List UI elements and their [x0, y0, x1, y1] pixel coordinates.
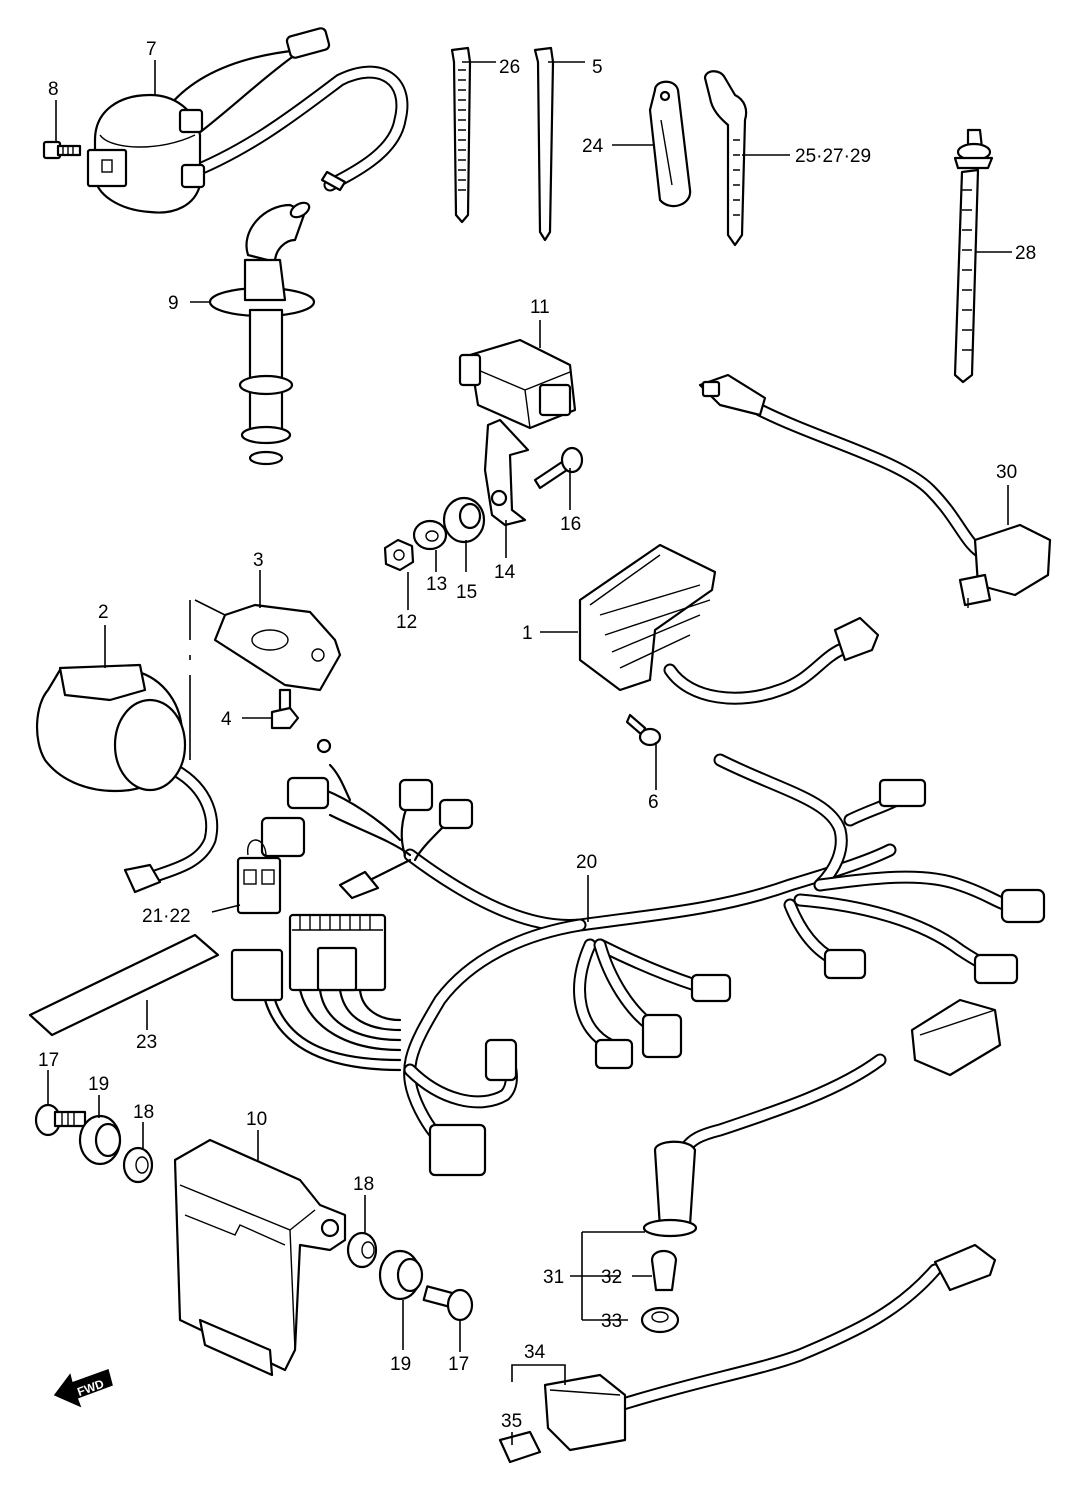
cable-tie-28	[953, 128, 994, 384]
callout-18-right: 18	[353, 1174, 374, 1195]
callout-18-left: 18	[133, 1102, 154, 1123]
callout-30: 30	[996, 462, 1017, 483]
coil-2	[35, 663, 219, 894]
callout-12: 12	[396, 612, 417, 633]
collar-18-left	[122, 1146, 154, 1184]
callout-15: 15	[456, 582, 477, 603]
callout-9: 9	[168, 293, 179, 314]
fuse-35	[498, 1430, 542, 1464]
callout-32: 32	[601, 1267, 622, 1288]
grommet-19-left	[78, 1114, 122, 1166]
callout-35: 35	[501, 1411, 522, 1432]
relay-11	[458, 338, 577, 430]
bolt-6	[625, 713, 662, 747]
callout-7: 7	[146, 39, 157, 60]
bolt-16	[533, 446, 584, 490]
callout-31: 31	[543, 1267, 564, 1288]
callout-20: 20	[576, 852, 597, 873]
ecu-10	[173, 1138, 347, 1377]
callout-17-left: 17	[38, 1050, 59, 1071]
cable-tie-26	[450, 46, 472, 224]
nut-12	[383, 538, 415, 572]
grommet-19-right	[378, 1249, 424, 1301]
callout-1: 1	[522, 623, 533, 644]
grommet-33	[640, 1306, 680, 1334]
callout-19-left: 19	[88, 1074, 109, 1095]
callout-19-right: 19	[390, 1354, 411, 1375]
sensor-30	[698, 373, 1052, 608]
callout-3: 3	[253, 550, 264, 571]
grommet-15	[442, 496, 486, 544]
callout-4: 4	[221, 709, 232, 730]
callout-17-right: 17	[448, 1354, 469, 1375]
clamp-tie-25	[703, 70, 748, 247]
callout-33: 33	[601, 1311, 622, 1332]
callout-14: 14	[494, 562, 516, 583]
ignition-coil	[86, 27, 409, 214]
callout-21-22: 21·22	[142, 906, 191, 927]
cable-tie-5	[533, 46, 555, 242]
callout-labels: 7 8 9 26 5 24 25·27·29 28 11 16 12 13 15…	[38, 39, 1036, 1432]
collar-18-right	[346, 1231, 378, 1269]
callout-10: 10	[246, 1109, 267, 1130]
callout-13: 13	[426, 574, 447, 595]
callout-8: 8	[48, 79, 59, 100]
spark-plug-cap	[208, 201, 316, 466]
callout-26: 26	[499, 57, 520, 78]
bolt-17-left	[34, 1103, 87, 1137]
callout-6: 6	[648, 792, 659, 813]
fuse-holder-21	[236, 839, 282, 915]
washer-13	[412, 519, 448, 551]
bolt-8	[42, 140, 82, 160]
socket-31	[642, 1140, 698, 1238]
callout-16: 16	[560, 514, 581, 535]
callout-25-27-29: 25·27·29	[795, 146, 871, 167]
callout-34: 34	[524, 1342, 546, 1363]
callout-28: 28	[1015, 243, 1036, 264]
sub-harness-34	[543, 1243, 997, 1452]
callout-11: 11	[530, 297, 550, 318]
forward-arrow-icon: FWD	[53, 1369, 113, 1408]
regulator-1	[578, 543, 880, 705]
bolt-4	[270, 688, 300, 730]
clamp-24	[648, 80, 692, 208]
bulb-32	[650, 1249, 678, 1292]
tape-23	[28, 933, 220, 1037]
bracket-14	[483, 418, 530, 527]
callout-2: 2	[98, 602, 109, 623]
callout-5: 5	[592, 57, 603, 78]
wiring-harness-20	[230, 738, 1046, 1177]
callout-23: 23	[136, 1032, 157, 1053]
callout-24: 24	[582, 136, 604, 157]
bracket-plate-3	[189, 599, 342, 760]
leader-lines	[47, 60, 1012, 1445]
bolt-17-right	[422, 1285, 474, 1322]
